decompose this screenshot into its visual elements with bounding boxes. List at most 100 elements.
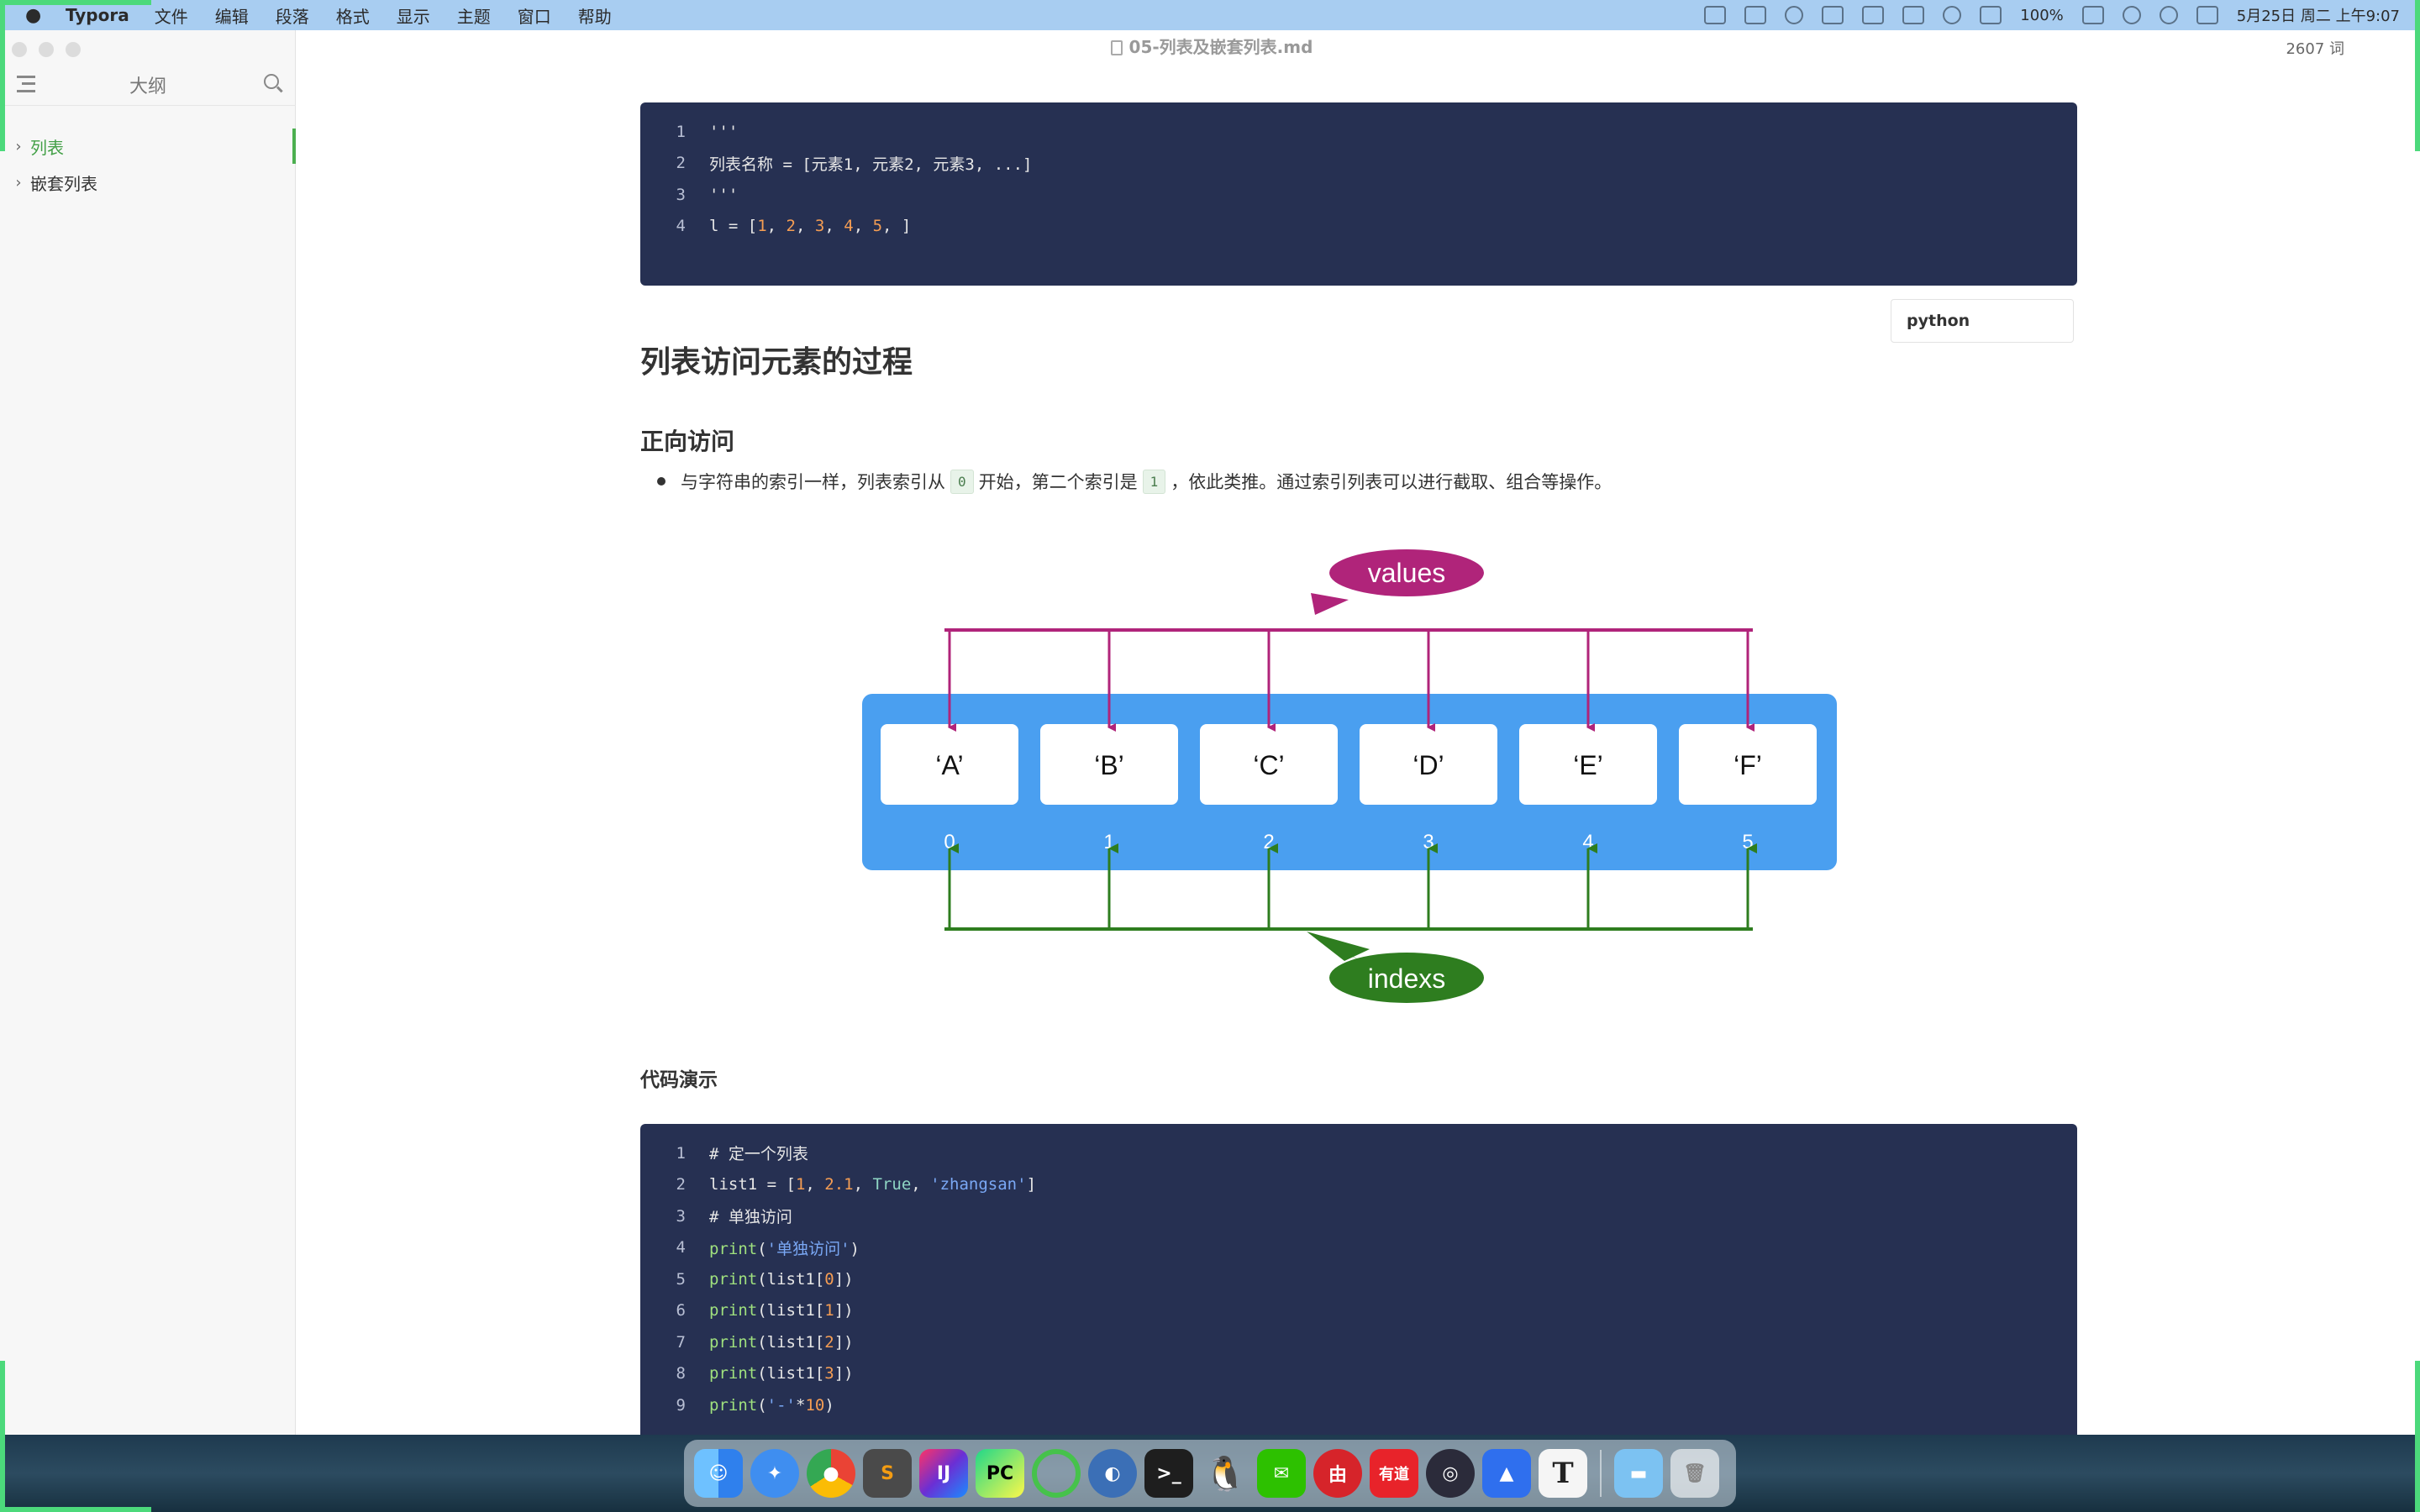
cell-value: ‘B’ [1094,750,1124,780]
sublime-text-icon[interactable]: S [863,1449,912,1498]
user-icon[interactable] [1943,6,1962,24]
code-line: 9 print('-'*10) [640,1389,2077,1421]
obs-icon[interactable]: ◎ [1426,1449,1475,1498]
list-cell [1519,724,1657,805]
line-number: 1 [676,122,686,141]
code-text: print(list1[3]) [709,1364,854,1383]
wechat-icon[interactable]: ✉ [1257,1449,1306,1498]
menu-theme[interactable]: 主题 [456,6,491,27]
trash-icon[interactable]: 🗑 [1670,1449,1719,1498]
pycharm-icon[interactable]: PC [976,1449,1024,1498]
youdao-icon[interactable]: 有道 [1370,1449,1418,1498]
line-number: 5 [676,1269,686,1289]
menu-edit[interactable]: 编辑 [214,6,249,27]
recording-mark [0,1507,151,1512]
index-arrows [948,843,1757,929]
zoom-window-button[interactable] [66,42,81,57]
list-cell [881,724,1018,805]
apple-icon[interactable]: ● [25,4,42,26]
line-number: 9 [676,1395,686,1415]
toggle-sidebar-icon[interactable] [17,76,35,92]
qq-icon[interactable]: 🐧 [1204,1454,1246,1494]
recording-mark [0,1361,5,1512]
input-method-icon[interactable] [1980,6,2002,24]
code-text: ''' [709,185,739,204]
bell-icon[interactable] [1785,6,1804,24]
code-line: 8 print(list1[3]) [640,1358,2077,1390]
values-callout: values [1311,549,1484,615]
inline-code: 0 [950,469,974,494]
menu-paragraph[interactable]: 段落 [275,6,309,27]
keyboard-icon[interactable] [1902,6,1925,24]
heading-code-demo: 代码演示 [640,1069,718,1091]
typora-icon[interactable]: T [1539,1449,1587,1498]
spotlight-icon[interactable] [2159,6,2178,24]
menu-app-name[interactable]: Typora [66,5,129,25]
chrome-icon[interactable]: ● [807,1449,855,1498]
menu-help[interactable]: 帮助 [577,6,612,27]
window-controls [12,42,81,57]
eclipse-icon[interactable]: ◐ [1088,1449,1137,1498]
terminal-icon[interactable]: >_ [1144,1449,1193,1498]
bullet-text: ，依此类推。通过索引列表可以进行截取、组合等操作。 [1171,472,1612,492]
cell-value: ‘F’ [1733,750,1762,780]
indexes-callout: indexs [1307,932,1484,1003]
code-text: 列表名称 = [元素1, 元素2, 元素3, ...] [709,155,1033,174]
menu-file[interactable]: 文件 [154,6,188,27]
menu-window[interactable]: 窗口 [517,6,551,27]
battery-percent: 100% [2020,6,2064,24]
dock: ☺ ✦ ● S IJ PC ◐ >_ 🐧 ✉ 由 有道 ◎ ▲ T ▬ 🗑 [684,1440,1736,1507]
dictionary-icon[interactable]: 由 [1313,1449,1362,1498]
code-text: ''' [709,122,739,141]
display-icon[interactable] [1822,6,1844,24]
value-arrows [948,630,1754,732]
vim-icon[interactable] [1862,6,1885,24]
search-icon[interactable] [264,74,279,89]
word-count[interactable]: 2607 词 [2286,40,2344,58]
line-number: 8 [676,1364,686,1383]
inline-code: 1 [1142,469,1166,494]
chevron-right-icon[interactable]: › [15,137,22,155]
recording-mark [0,0,5,151]
list-item: 与字符串的索引一样，列表索引从 0 开始，第二个索引是 1 ，依此类推。通过索引… [657,469,1612,494]
cells-group: ‘A’0‘B’1‘C’2‘D’3‘E’4‘F’5 [881,724,1817,853]
file-name: 05-列表及嵌套列表.md [1128,37,1313,57]
outline-item-list[interactable]: › 列表 [0,129,296,164]
finder-icon[interactable]: ☺ [694,1449,743,1498]
code-text: # 定一个列表 [709,1145,808,1164]
file-icon [1110,40,1123,55]
safari-icon[interactable]: ✦ [750,1449,799,1498]
code-language-selector[interactable]: python [1891,299,2074,343]
code-text: print(list1[0]) [709,1269,854,1289]
minimize-window-button[interactable] [39,42,54,57]
close-window-button[interactable] [12,42,27,57]
intellij-idea-icon[interactable]: IJ [919,1449,968,1498]
code-line: 1# 定一个列表 [640,1137,2077,1169]
line-number: 7 [676,1332,686,1352]
folder-icon[interactable]: ▬ [1614,1449,1663,1498]
cell-value: ‘D’ [1413,750,1444,780]
outline-item-nested-list[interactable]: › 嵌套列表 [0,165,296,200]
menu-view[interactable]: 显示 [396,6,430,27]
sidebar-header: 大纲 [0,64,296,106]
clock[interactable]: 5月25日 周二 上午9:07 [2236,8,2400,25]
code-text: print('-'*10) [709,1395,834,1415]
cell-value: ‘A’ [935,750,963,780]
list-cell [1360,724,1497,805]
feishu-icon[interactable]: ▲ [1482,1449,1531,1498]
cloud-icon[interactable] [1744,6,1767,24]
activity-ring-icon[interactable] [1032,1449,1081,1498]
wifi-icon[interactable] [2122,6,2141,24]
menu-format[interactable]: 格式 [335,6,370,27]
chevron-right-icon[interactable]: › [15,173,22,192]
recording-mark [2415,1361,2420,1512]
code-line: 1 ''' [640,116,2077,148]
list-cell [1200,724,1338,805]
control-center-icon[interactable] [2196,6,2218,24]
battery-icon[interactable] [2081,6,2104,24]
outline-item-label: 嵌套列表 [30,173,97,194]
vpn-icon[interactable] [1704,6,1727,24]
